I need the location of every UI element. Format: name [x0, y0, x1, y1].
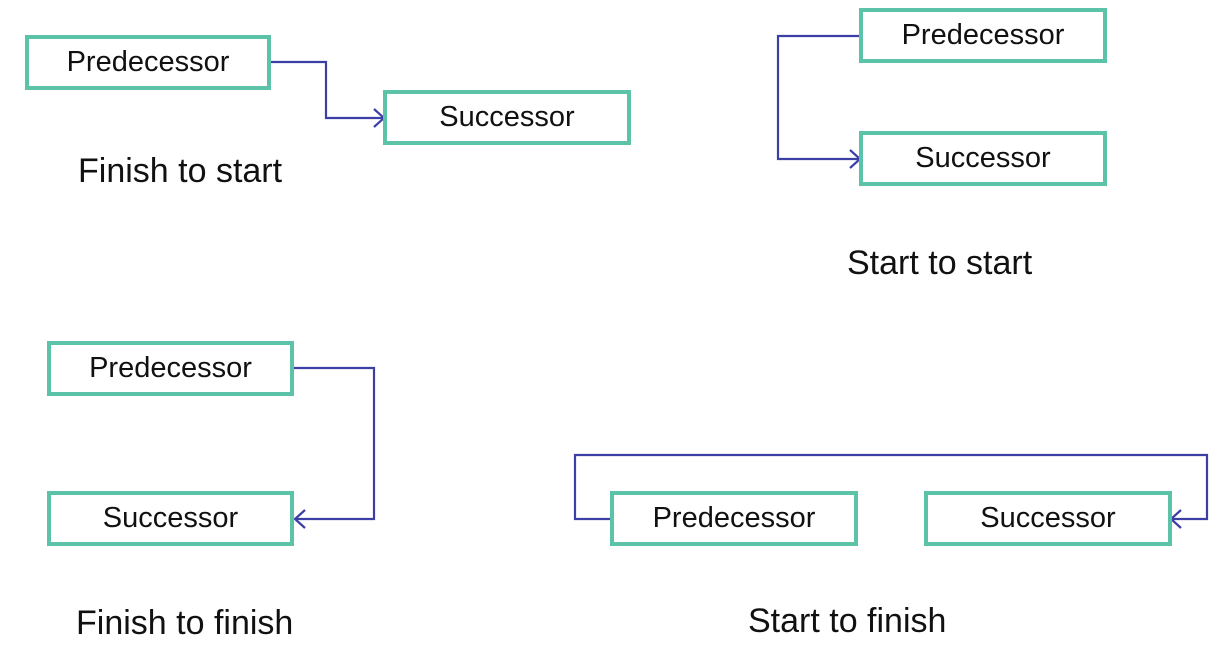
- sf-caption: Start to finish: [748, 602, 947, 640]
- sf-successor-label: Successor: [980, 502, 1116, 534]
- fs-successor-box: Successor: [383, 90, 631, 145]
- ss-successor-box: Successor: [859, 131, 1107, 186]
- sf-predecessor-box: Predecessor: [610, 491, 858, 546]
- connector-line: [573, 453, 1209, 521]
- ff-caption: Finish to finish: [76, 604, 294, 642]
- sf-predecessor-label: Predecessor: [652, 502, 816, 534]
- connector-start-to-start: [776, 34, 862, 169]
- fs-successor-label: Successor: [439, 101, 575, 133]
- ss-caption: Start to start: [847, 244, 1033, 282]
- ss-predecessor-label: Predecessor: [901, 19, 1065, 51]
- connector-finish-to-finish: [293, 366, 376, 529]
- fs-predecessor-label: Predecessor: [66, 46, 230, 78]
- fs-caption: Finish to start: [78, 152, 283, 190]
- ff-successor-box: Successor: [47, 491, 294, 546]
- ff-predecessor-label: Predecessor: [89, 352, 252, 384]
- fs-predecessor-box: Predecessor: [25, 35, 271, 90]
- arrowhead-icon: [293, 509, 306, 529]
- sf-successor-box: Successor: [924, 491, 1172, 546]
- connector-line: [270, 60, 384, 120]
- ff-predecessor-box: Predecessor: [47, 341, 294, 396]
- connector-line: [776, 34, 860, 161]
- connector-line: [293, 366, 376, 521]
- ff-successor-label: Successor: [102, 502, 239, 534]
- ss-successor-label: Successor: [915, 142, 1051, 174]
- connector-finish-to-start: [270, 60, 386, 128]
- ss-predecessor-box: Predecessor: [859, 8, 1107, 63]
